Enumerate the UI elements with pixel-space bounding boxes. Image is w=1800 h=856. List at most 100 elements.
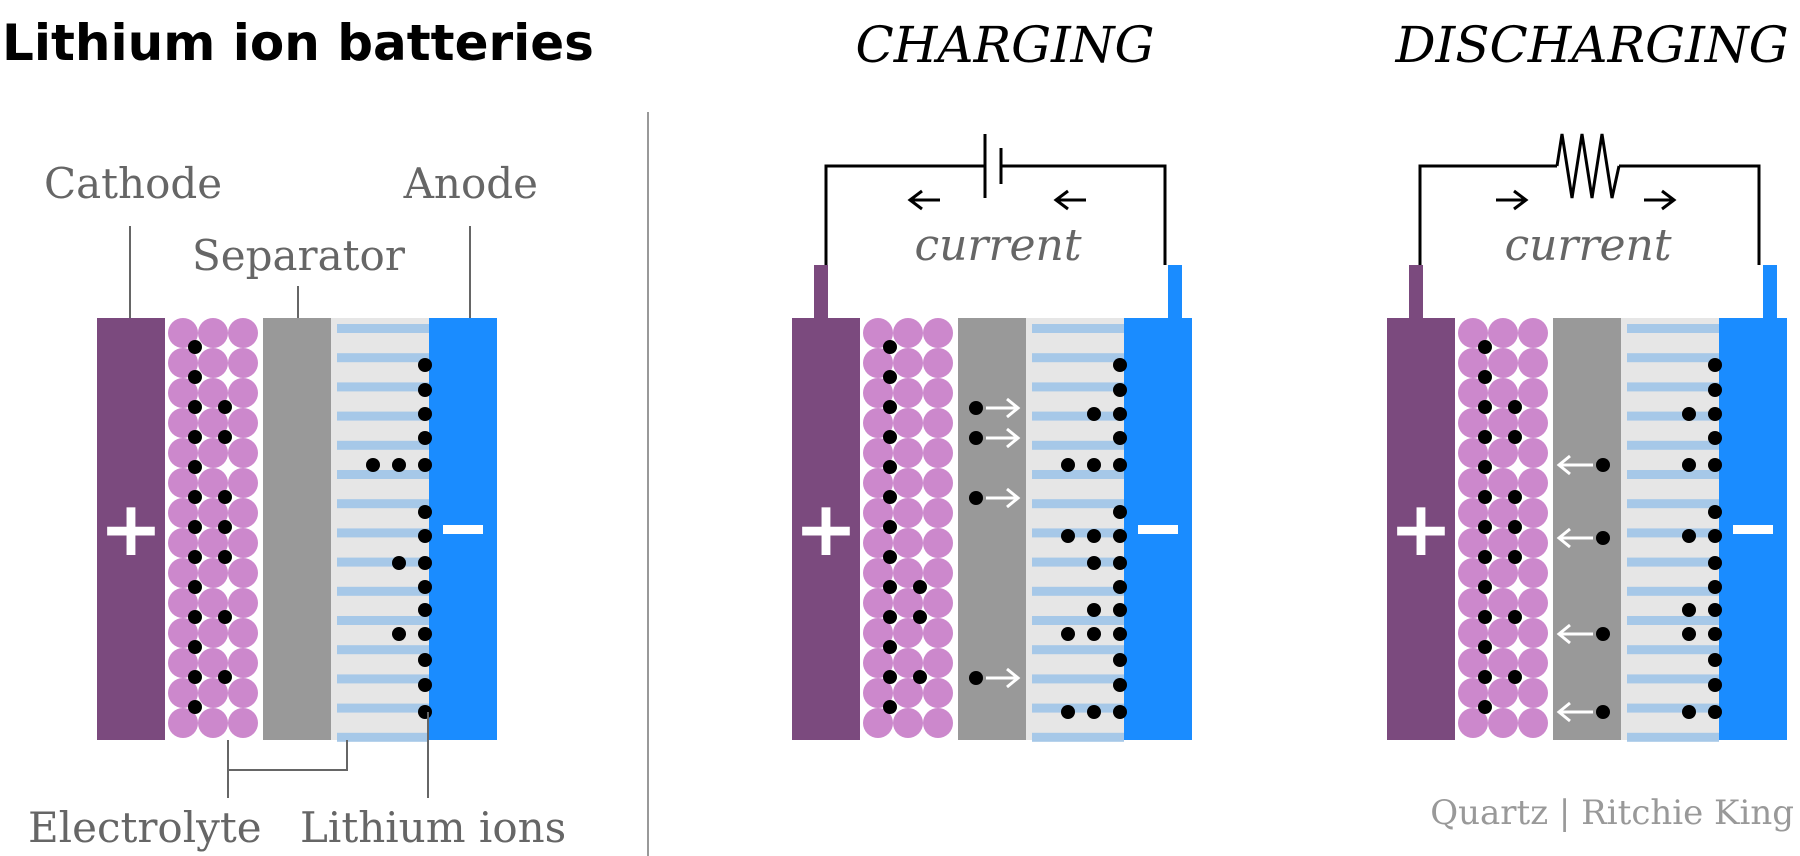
- arrow-right-icon: [1496, 189, 1529, 211]
- graphite-layer: [1032, 353, 1124, 363]
- graphite-layer: [1627, 499, 1719, 509]
- lithium-ion: [969, 491, 983, 505]
- graphite-layer: [1032, 382, 1124, 392]
- charging-wire-left: [824, 164, 985, 265]
- lithium-ion: [418, 627, 432, 641]
- lithium-ion: [188, 400, 202, 414]
- electrolyte-circles: [168, 318, 258, 738]
- lithium-ion: [1682, 627, 1696, 641]
- electrolyte-particle: [863, 558, 893, 588]
- arrow-left-icon: [907, 189, 940, 211]
- lithium-ion: [969, 401, 983, 415]
- graphite-layer: [337, 353, 429, 363]
- graphite-layer: [1032, 557, 1124, 567]
- lithium-ion: [1708, 603, 1722, 617]
- electrolyte-particle: [1458, 468, 1488, 498]
- electrolyte-particle: [923, 468, 953, 498]
- electrolyte-particle: [168, 558, 198, 588]
- lithium-ion: [913, 610, 927, 624]
- electrolyte-particle: [863, 708, 893, 738]
- lithium-ion: [392, 556, 406, 570]
- electrolyte-particle: [1488, 588, 1518, 618]
- lithium-ion: [1113, 653, 1127, 667]
- plus-sign: +: [99, 484, 163, 573]
- electrolyte-label: Electrolyte: [28, 803, 262, 852]
- arrow-right-icon: [986, 667, 1021, 689]
- graphite-layer: [1032, 411, 1124, 421]
- graphite-layer: [337, 674, 429, 684]
- lithium-ion: [1113, 458, 1127, 472]
- electrolyte-particle: [1458, 588, 1488, 618]
- electrolyte-particle: [198, 618, 228, 648]
- electrolyte-particle: [168, 588, 198, 618]
- lithium-ion: [1708, 407, 1722, 421]
- electrolyte-particle: [198, 498, 228, 528]
- electrolyte-particle: [1518, 558, 1548, 588]
- electrolyte-particle: [1458, 498, 1488, 528]
- cathode-terminal: [814, 265, 828, 318]
- electrolyte-particle: [923, 408, 953, 438]
- lithium-ion: [1708, 383, 1722, 397]
- electrolyte-particle: [893, 438, 923, 468]
- lithium-ion: [913, 670, 927, 684]
- electrolyte-particle: [863, 618, 893, 648]
- arrow-right-icon: [986, 427, 1021, 449]
- lithium-ion: [883, 670, 897, 684]
- anode-graphite-layers: [1032, 324, 1124, 742]
- electrolyte-particle: [1488, 708, 1518, 738]
- electrolyte-particle: [198, 588, 228, 618]
- lithium-ion: [1087, 556, 1101, 570]
- graphite-layer: [1032, 674, 1124, 684]
- lithium-ion: [1708, 431, 1722, 445]
- lithium-ion: [1113, 705, 1127, 719]
- separator-membrane: [263, 318, 331, 740]
- electrolyte-particle: [198, 678, 228, 708]
- graphite-layer: [337, 411, 429, 421]
- plus-sign: +: [1389, 484, 1453, 573]
- electrolyte-particle: [168, 318, 198, 348]
- cathode-plate: [97, 318, 165, 740]
- graphite-layer: [1032, 586, 1124, 596]
- graphite-layer: [337, 645, 429, 655]
- lithium-ion: [1708, 653, 1722, 667]
- graphite-layer: [337, 470, 429, 479]
- electrolyte-particle: [893, 528, 923, 558]
- electrolyte-particle: [923, 708, 953, 738]
- electrolyte-particle: [1458, 348, 1488, 378]
- lithium-ion: [1478, 460, 1492, 474]
- graphite-layer: [1032, 499, 1124, 509]
- electrolyte-particle: [1518, 318, 1548, 348]
- electrolyte-particle: [1488, 438, 1518, 468]
- lithium-ion: [883, 430, 897, 444]
- electrolyte-particle: [168, 528, 198, 558]
- electrolyte-particle: [923, 348, 953, 378]
- electrolyte-particle: [1458, 378, 1488, 408]
- lithium-ion: [969, 431, 983, 445]
- electrolyte-particle: [923, 618, 953, 648]
- graphite-layer: [1627, 528, 1719, 538]
- electrolyte-particle: [198, 558, 228, 588]
- resistor-symbol-icon: [1555, 133, 1621, 199]
- lithium-ion: [188, 340, 202, 354]
- lithium-ion: [1596, 458, 1610, 472]
- electrolyte-circles: [863, 318, 953, 738]
- lithium-ion: [1708, 358, 1722, 372]
- lithium-ion: [1061, 627, 1075, 641]
- lithium-ion: [188, 670, 202, 684]
- lithium-ion: [188, 640, 202, 654]
- electrolyte-particle: [1488, 498, 1518, 528]
- electrolyte-particle: [1458, 648, 1488, 678]
- electrolyte-particle: [1518, 528, 1548, 558]
- electrolyte-particle: [198, 348, 228, 378]
- battery-symbol-icon: [983, 134, 1003, 198]
- lithium-ion: [1682, 407, 1696, 421]
- charging-circuit: current: [824, 134, 1167, 271]
- electrolyte-particle: [893, 678, 923, 708]
- electrolyte-particle: [1518, 648, 1548, 678]
- discharging-circuit: current: [1418, 133, 1761, 271]
- lithium-ion: [218, 550, 232, 564]
- electrolyte-particle: [863, 468, 893, 498]
- electrolyte-particle: [168, 468, 198, 498]
- electrolyte-particle: [198, 378, 228, 408]
- lithium-ion: [1508, 400, 1522, 414]
